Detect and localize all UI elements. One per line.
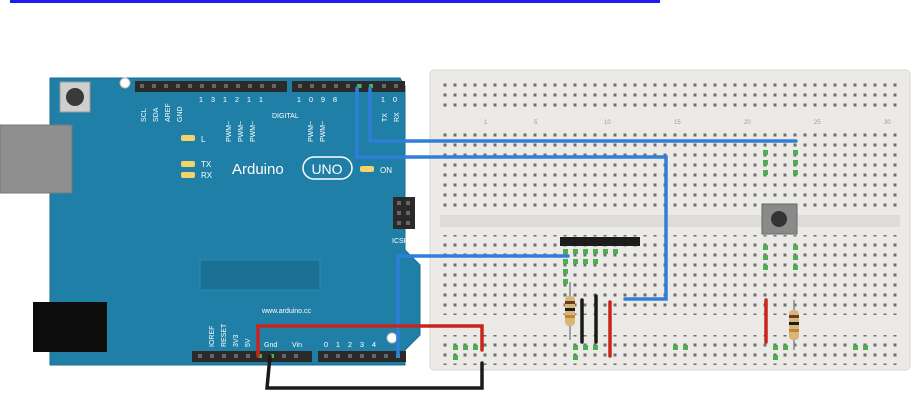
pin-label: 0 [324,340,328,349]
pin-label: PWM~ [308,121,315,142]
uno-logo-outline [302,156,353,180]
pin-number: 1 [259,95,263,104]
pin-number: 1 [223,95,227,104]
arduino-logo-text: Arduino [232,161,284,178]
column-number: 10 [604,120,611,126]
pin-label: PWM~ [238,121,245,142]
column-number: 15 [674,120,681,126]
upper-terminal-strip [440,130,900,210]
top-power-rail [440,80,900,110]
pin-number: 0 [309,95,313,104]
blue-wire-c [396,254,570,358]
column-number: 20 [744,120,751,126]
red-wire-power [256,324,484,358]
bottom-power-rail [440,335,900,365]
analog-pin-labels: 0 1 2 3 4 [324,340,376,349]
digital-header-left [135,81,287,92]
column-numbers: 1 5 10 15 20 25 30 [484,120,891,126]
on-led [360,166,374,172]
push-button [761,203,798,235]
center-channel [440,215,900,227]
website-label: www.arduino.cc [261,308,312,315]
l-led [181,135,195,141]
digital-label: DIGITAL [272,113,299,120]
power-header [192,351,312,362]
chip-outline [199,259,321,291]
uno-logo-text: UNO [311,161,342,177]
pin-number: 2 [235,95,239,104]
tx-led-label: TX [201,160,212,169]
pin-number: 1 [199,95,203,104]
pin-number: 1 [247,95,251,104]
pin-label: SCL [141,108,148,122]
column-number: 1 [484,120,488,126]
pin-number: 3 [211,95,215,104]
column-number: 25 [814,120,821,126]
connected-holes [453,150,868,360]
pin-label: PWM~ [226,121,233,142]
lcd-header-strip [560,237,640,246]
pin-label: 1 [336,340,340,349]
pin-number: 9 [321,95,325,104]
blue-wire-a [355,86,668,301]
pin-label: Vin [292,342,302,349]
tx-led [181,161,195,167]
pin-number: 1 [297,95,301,104]
pin-number: 0 [393,95,397,104]
icsp-header [393,197,415,229]
arduino-board: SCL SDA AREF GND PWM~ PWM~ PWM~ PWM~ PWM… [0,77,421,366]
blue-wire-b [368,86,798,143]
pin-label: 2 [348,340,352,349]
pin-label: RX [394,112,401,122]
breadboard: 1 5 10 15 20 25 30 [429,69,911,371]
pin-number: 1 [381,95,385,104]
pin-label: Gnd [264,342,277,349]
column-number: 30 [884,120,891,126]
icsp-label: ICSP [392,238,409,245]
document-top-rule [10,0,660,3]
pin-label: 4 [372,340,376,349]
pin-label: 3V3 [233,334,240,347]
resistor-2 [789,300,799,350]
reset-button-cap [66,88,84,106]
power-pin-labels: IOREF RESET 3V3 5V Gnd Vin [209,323,302,349]
pin-label: AREF [165,103,172,122]
pin-label: RESET [221,323,228,347]
pin-label: IOREF [209,326,216,347]
top-pin-labels: SCL SDA AREF GND PWM~ PWM~ PWM~ PWM~ PWM… [141,103,401,142]
top-pin-numbers: 1 3 1 2 1 1 1 0 9 8 1 0 [199,95,397,104]
l-led-label: L [201,135,206,144]
pin-label: 3 [360,340,364,349]
pin-number: 8 [333,95,337,104]
rx-led [181,172,195,178]
pin-label: SDA [153,107,160,122]
pin-label: TX [382,113,389,122]
power-jack [33,302,107,352]
pin-label: GND [177,106,184,122]
usb-connector [0,124,73,194]
black-wire-ground [265,354,484,390]
resistor-1 [565,282,575,340]
rx-led-label: RX [201,171,213,180]
pin-label: 5V [245,338,252,347]
pin-label: PWM~ [250,121,257,142]
column-number: 5 [534,120,538,126]
lower-terminal-strip [440,235,900,315]
on-led-label: ON [380,166,392,175]
pin-label: PWM~ [320,121,327,142]
